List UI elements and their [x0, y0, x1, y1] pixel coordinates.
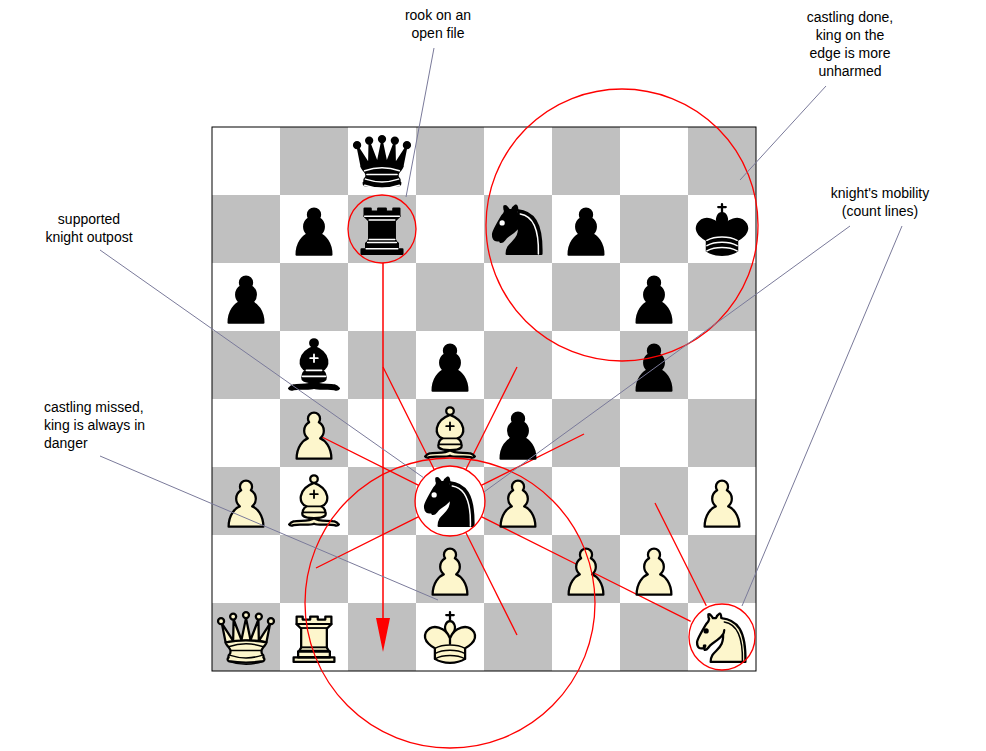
white-queen: [218, 612, 274, 664]
annotation-label: knight's mobility (count lines): [815, 184, 945, 220]
highlight-circle: [348, 195, 416, 263]
mobility-lines: [316, 367, 706, 635]
white-pawn: [229, 481, 264, 527]
black-knight: [425, 478, 473, 526]
leader-line: [740, 86, 826, 180]
highlight-circles: [305, 89, 758, 748]
highlight-circle: [305, 458, 595, 748]
leader-line: [742, 226, 902, 606]
leader-lines: [100, 48, 902, 606]
highlight-circle: [486, 89, 758, 361]
black-pawn: [433, 345, 468, 391]
annotation-label: supported knight outpost: [41, 210, 137, 246]
arrow-head: [376, 618, 390, 652]
leader-line: [100, 456, 438, 600]
white-pawn: [637, 549, 672, 595]
mobility-line: [466, 532, 517, 635]
open-file-arrow: [382, 263, 384, 620]
white-knight: [697, 614, 745, 662]
black-knight: [493, 206, 541, 254]
black-pawn: [637, 277, 672, 323]
black-queen: [354, 136, 410, 188]
black-king: [697, 204, 747, 255]
black-bishop: [289, 339, 339, 389]
leader-line: [406, 48, 434, 197]
black-pawn: [637, 345, 672, 391]
black-rook: [362, 209, 403, 254]
annotation-label: castling done, king on the edge is more …: [800, 8, 900, 80]
white-pawn: [705, 481, 740, 527]
leader-line: [484, 226, 850, 492]
leader-line: [100, 250, 424, 478]
chess-board: [212, 127, 756, 671]
white-king: [425, 612, 475, 663]
white-bishop: [289, 475, 339, 525]
black-pawn: [501, 413, 536, 459]
pieces: [218, 136, 747, 664]
black-pawn: [569, 209, 604, 255]
highlight-circle: [415, 466, 485, 536]
annotation-label: rook on an open file: [396, 6, 480, 42]
highlight-circle: [689, 604, 755, 670]
white-pawn: [433, 549, 468, 595]
black-pawn: [297, 209, 332, 255]
white-pawn: [569, 549, 604, 595]
white-pawn: [297, 413, 332, 459]
black-pawn: [229, 277, 264, 323]
annotation-label: castling missed, king is always in dange…: [44, 398, 169, 452]
white-bishop: [425, 407, 475, 457]
white-pawn: [501, 481, 536, 527]
